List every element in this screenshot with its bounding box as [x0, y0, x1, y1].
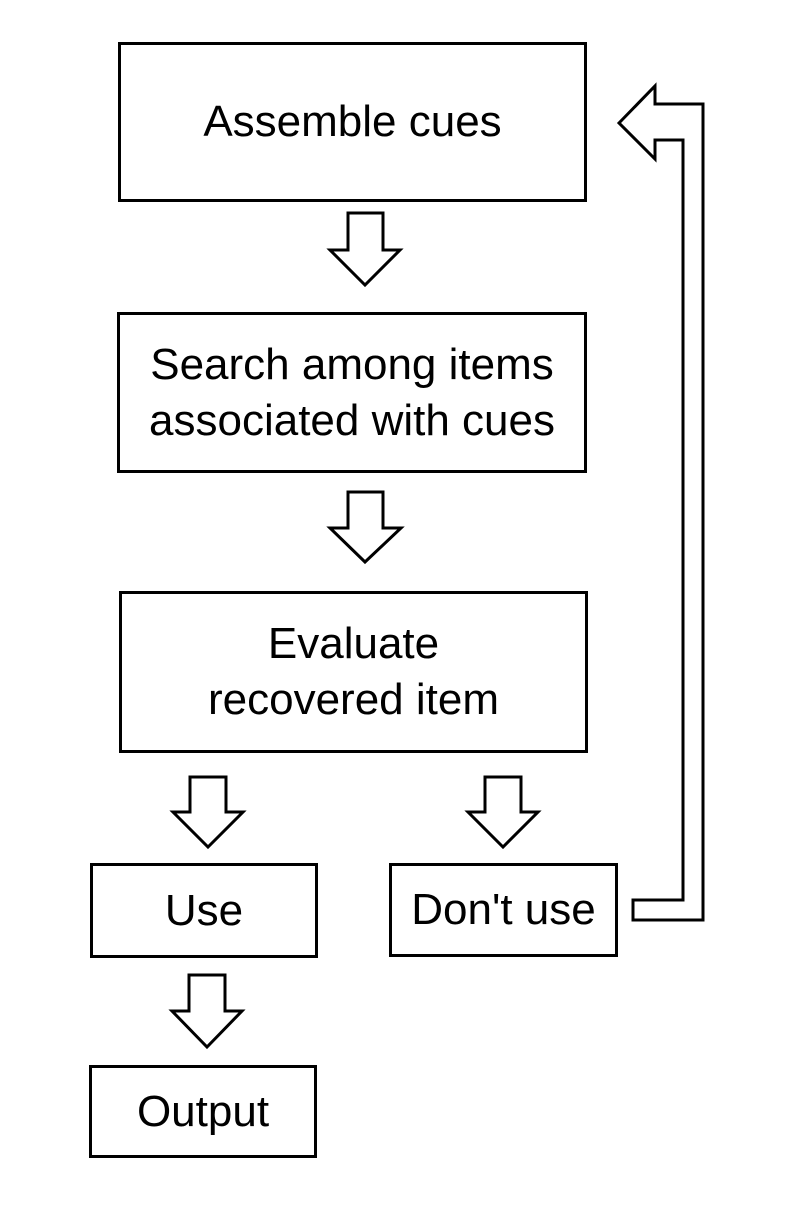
node-evaluate-recovered-item: Evaluate recovered item [119, 591, 588, 753]
node-assemble-cues-label: Assemble cues [203, 97, 502, 146]
node-search-among-items: Search among items associated with cues [117, 312, 587, 473]
node-evaluate-label-line-2: recovered item [207, 675, 499, 724]
node-assemble-cues: Assemble cues [118, 42, 587, 202]
down-arrow-evaluate-to-use-icon [169, 775, 247, 850]
feedback-loop-arrow-dont-use-to-assemble-icon [616, 82, 705, 922]
node-output-label: Output [136, 1086, 270, 1136]
down-arrow-search-to-evaluate-icon [326, 490, 405, 565]
node-search-label-line-1: Search among items [150, 339, 554, 389]
down-arrow-use-to-output-icon [168, 973, 246, 1050]
node-search-label-line-2: associated with cues [149, 395, 555, 445]
node-dont-use-label: Don't use [411, 885, 596, 934]
node-use-label: Use [164, 885, 244, 935]
node-output: Output [89, 1065, 317, 1158]
node-evaluate-label-line-1: Evaluate [267, 619, 440, 668]
down-arrow-assemble-to-search-icon [326, 211, 404, 288]
node-dont-use: Don't use [389, 863, 618, 957]
node-use: Use [90, 863, 318, 958]
down-arrow-evaluate-to-dont-use-icon [464, 775, 542, 850]
